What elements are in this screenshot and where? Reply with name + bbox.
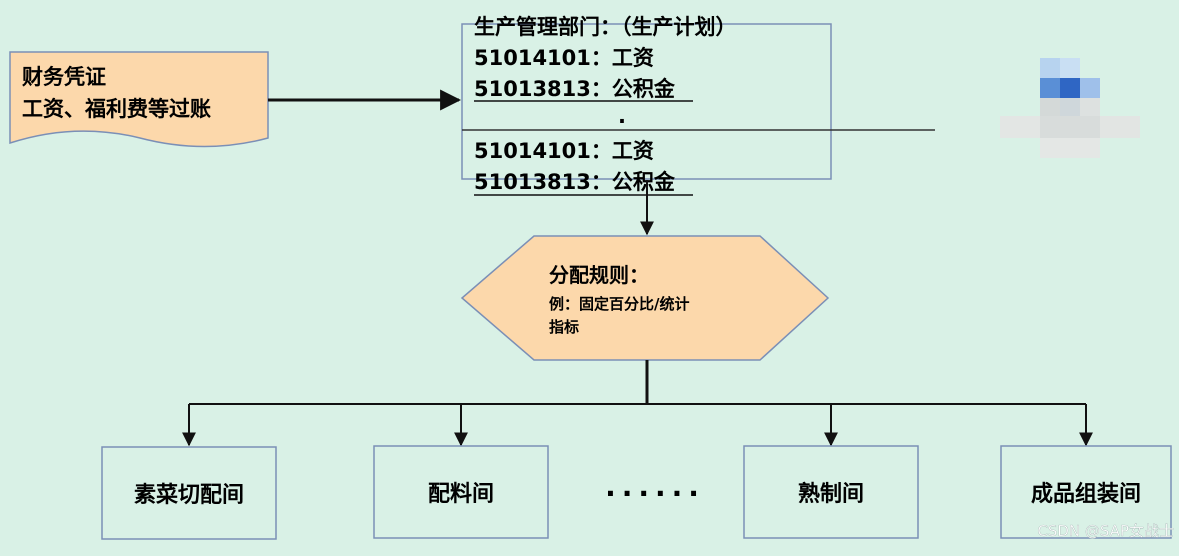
allocation-rule-desc-1: 例：固定百分比/统计	[549, 295, 689, 313]
source-line-1: 财务凭证	[22, 65, 106, 89]
department-box-2	[373, 445, 549, 539]
department-box-1	[101, 446, 277, 540]
department-label-1: 素菜切配间	[134, 482, 244, 508]
department-label-3: 熟制间	[798, 481, 864, 507]
allocation-rule-hexagon	[460, 235, 830, 361]
dept-dot: .	[618, 104, 626, 128]
source-document-shape	[9, 51, 269, 148]
department-box-3	[743, 445, 919, 539]
pixelated-logo-icon	[1000, 58, 1160, 162]
department-box-4	[1000, 445, 1172, 539]
department-label-2: 配料间	[428, 482, 494, 507]
dept-entry-3: 51014101：工资	[474, 139, 654, 163]
dept-entry-1: 51014101：工资	[474, 46, 654, 70]
production-dept-title: 生产管理部门：（生产计划）	[474, 15, 737, 39]
source-line-2: 工资、福利费等过账	[22, 97, 211, 121]
csdn-watermark: CSDN @SAP女战士	[1037, 522, 1174, 540]
production-dept-box	[461, 23, 832, 180]
dept-entry-2: 51013813：公积金	[474, 77, 676, 101]
dept-entry-4: 51013813：公积金	[474, 170, 676, 194]
allocation-rule-title: 分配规则：	[549, 263, 649, 287]
ellipsis: ......	[605, 470, 705, 503]
allocation-rule-desc-2: 指标	[549, 318, 579, 336]
department-label-4: 成品组装间	[1031, 481, 1141, 507]
